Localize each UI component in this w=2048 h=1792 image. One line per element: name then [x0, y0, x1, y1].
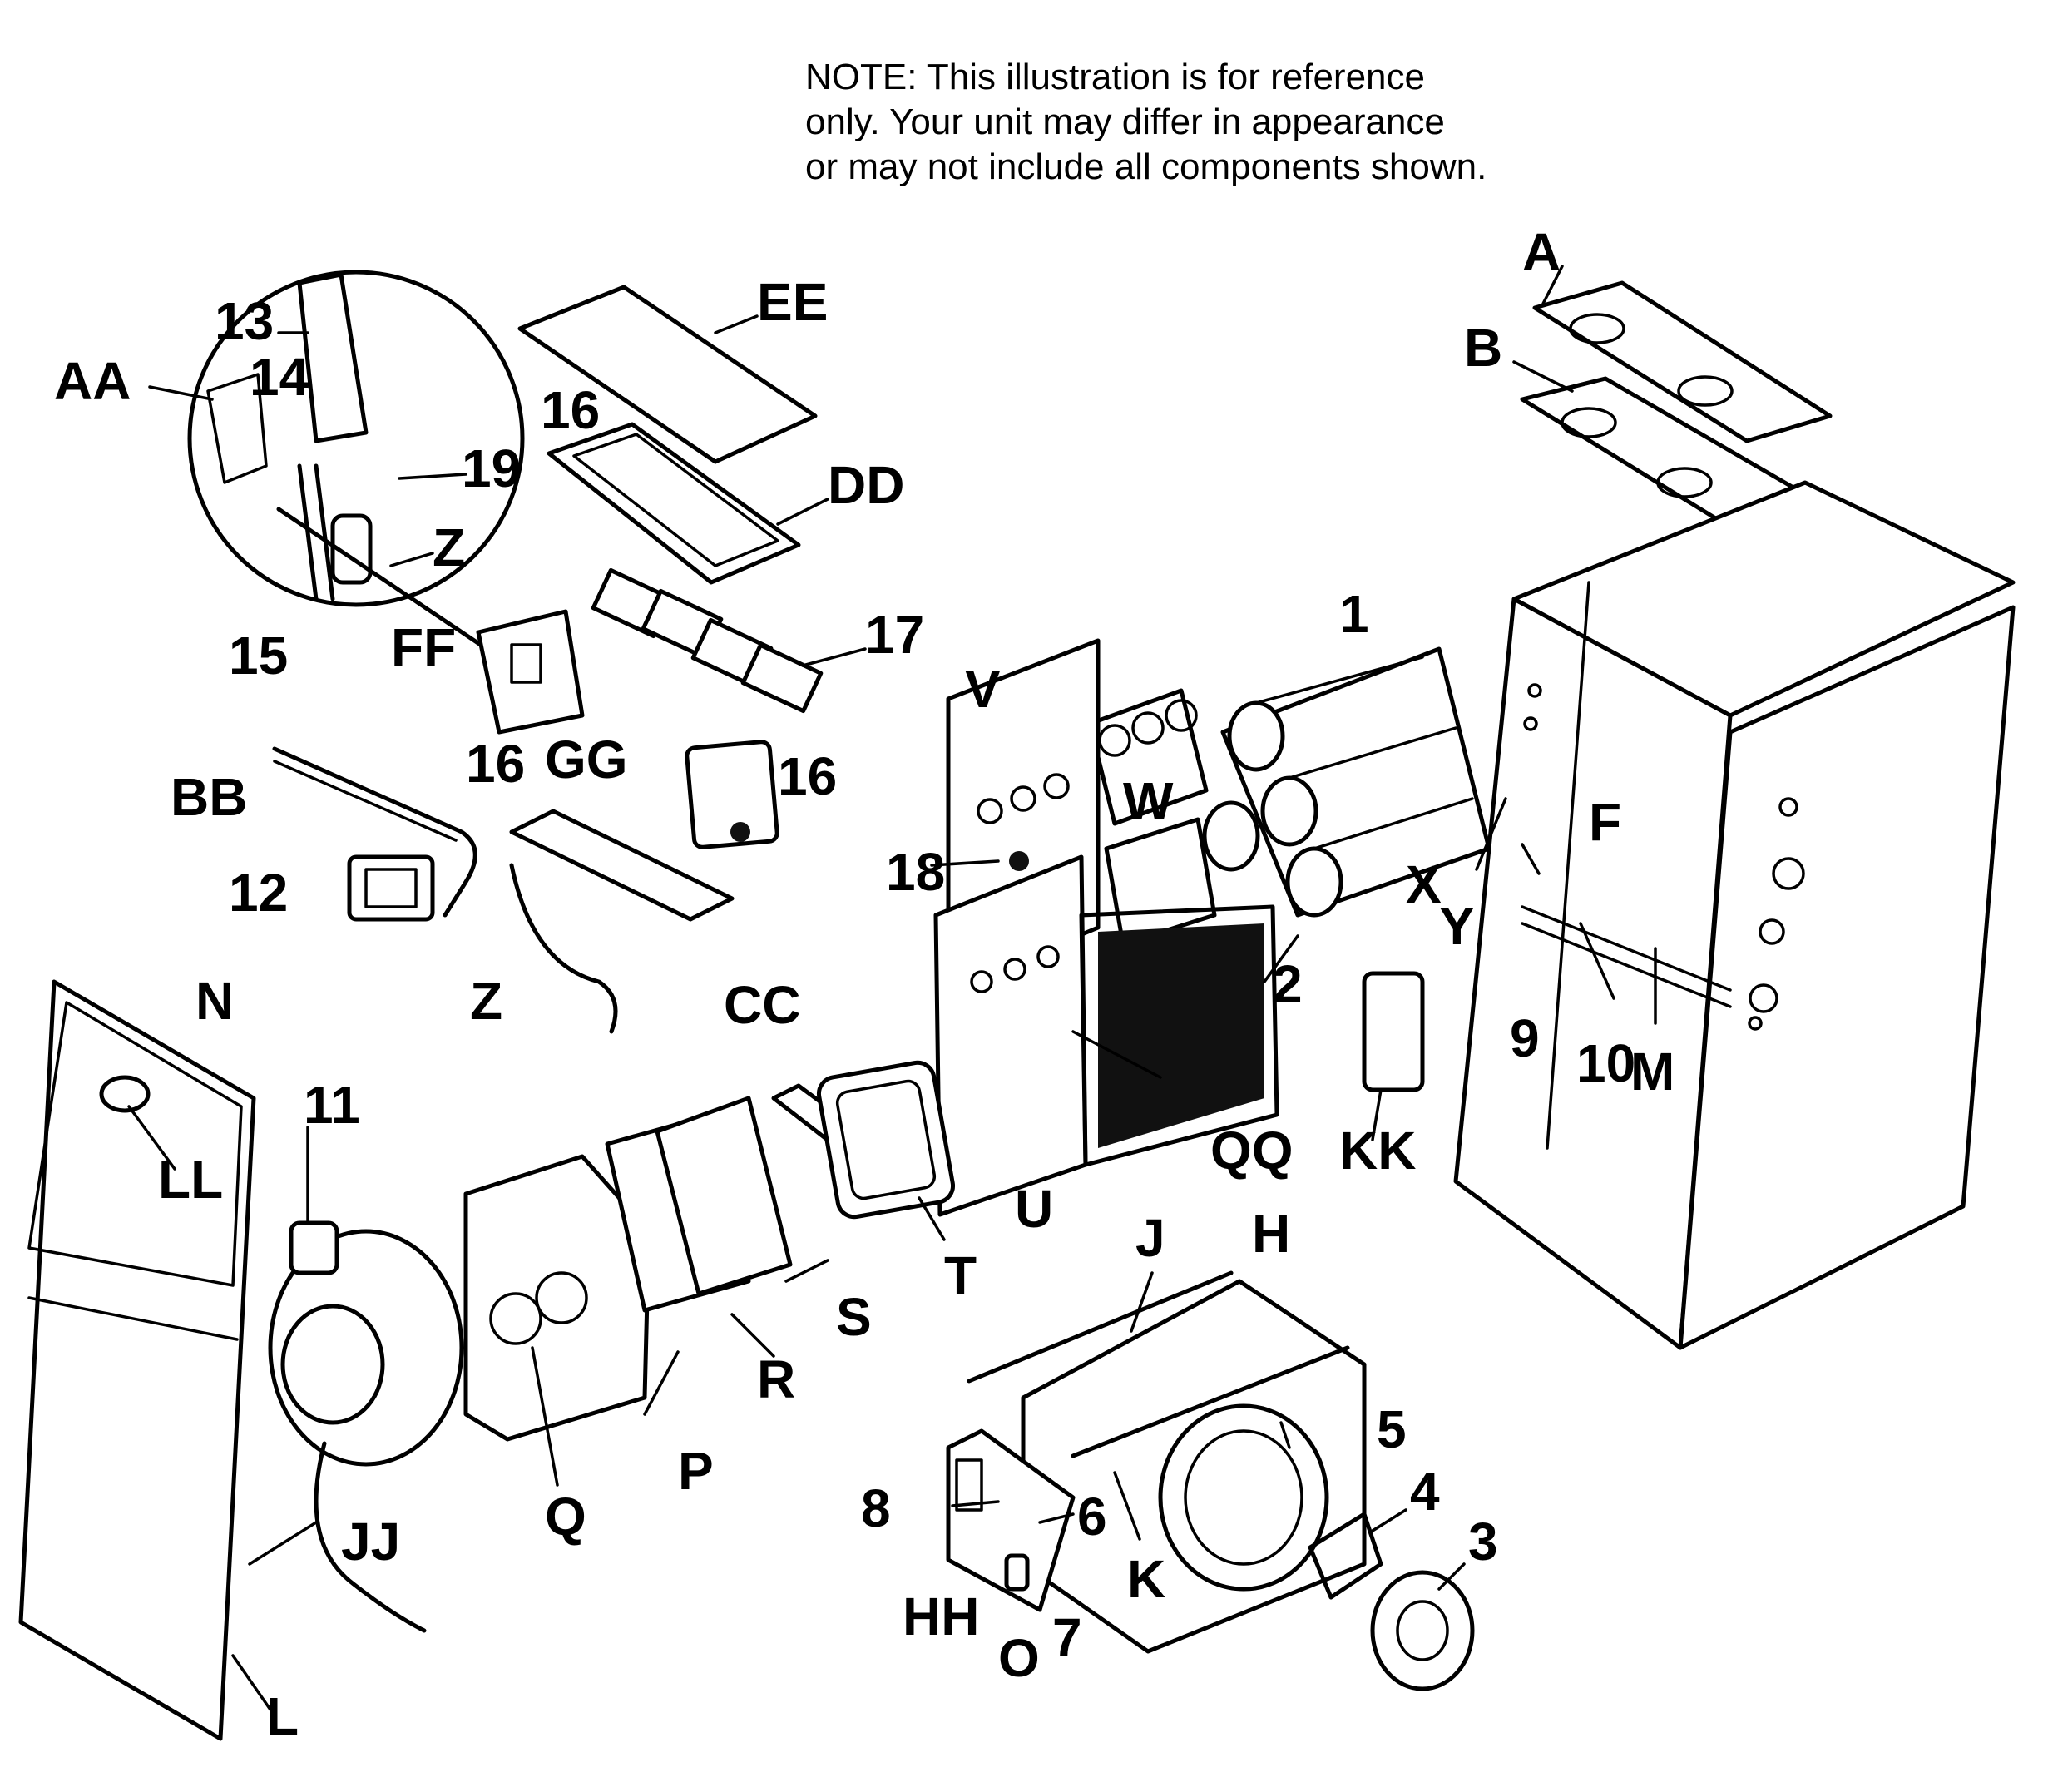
heat-exchanger-1: [1202, 646, 1491, 918]
label-kk: KK: [1339, 1121, 1416, 1181]
blower-motor-3: [1370, 1570, 1475, 1691]
label-3: 3: [1468, 1512, 1498, 1572]
main-blower-5: [967, 1270, 1367, 1654]
collector-box-p: [463, 1154, 651, 1442]
label-18: 18: [886, 842, 945, 902]
label-7: 7: [1052, 1607, 1082, 1667]
limit-switch-16: [685, 740, 779, 849]
label-16-mid: 16: [466, 734, 525, 794]
control-board-ff: [476, 609, 585, 735]
note-line-3: or may not include all components shown.: [805, 146, 1487, 187]
label-4: 4: [1410, 1462, 1440, 1522]
label-dd: DD: [828, 455, 904, 515]
ignition-inset: [187, 270, 525, 660]
label-5: 5: [1377, 1399, 1407, 1459]
reference-note: NOTE: This illustration is for reference…: [805, 55, 1521, 190]
label-x: X: [1406, 854, 1442, 914]
frame-u: [816, 1060, 956, 1220]
label-15: 15: [229, 626, 288, 686]
label-19: 19: [462, 438, 521, 498]
label-2: 2: [1273, 954, 1303, 1014]
label-9: 9: [1510, 1008, 1540, 1068]
label-u: U: [1015, 1179, 1053, 1239]
gas-valve-12: [347, 854, 435, 922]
label-jj: JJ: [341, 1512, 400, 1572]
label-ee: EE: [757, 272, 828, 332]
label-cc: CC: [724, 975, 800, 1035]
label-6: 6: [1077, 1487, 1107, 1547]
label-w: W: [1123, 771, 1174, 831]
label-hh: HH: [903, 1587, 979, 1646]
note-line-2: only. Your unit may differ in appearance: [805, 101, 1445, 142]
cell-box-qq: [933, 854, 1279, 1217]
label-t: T: [944, 1245, 977, 1305]
label-bb: BB: [171, 767, 247, 827]
label-m: M: [1630, 1042, 1675, 1101]
label-16-right: 16: [778, 746, 837, 806]
filter-s: [655, 1096, 793, 1296]
label-j: J: [1135, 1208, 1165, 1268]
label-gg: GG: [545, 730, 628, 790]
label-z-inset: Z: [433, 517, 465, 577]
capacitor-kk: [1362, 971, 1425, 1092]
wire-z: [509, 863, 618, 1034]
label-13: 13: [215, 291, 274, 351]
control-box-8: [946, 1428, 1076, 1612]
label-y: Y: [1439, 896, 1475, 956]
label-o: O: [998, 1628, 1040, 1688]
label-aa: AA: [54, 351, 131, 411]
front-door-n: [18, 979, 256, 1741]
label-p: P: [678, 1441, 714, 1501]
label-r: R: [757, 1349, 795, 1409]
label-b: B: [1464, 318, 1502, 378]
label-s: S: [836, 1287, 872, 1347]
label-h: H: [1252, 1204, 1290, 1264]
top-panel-a: [1532, 280, 1833, 443]
label-n: N: [195, 971, 234, 1031]
label-14: 14: [250, 347, 309, 407]
label-z-wire: Z: [470, 971, 502, 1031]
label-17: 17: [865, 605, 924, 665]
cover-plate-ee: [517, 285, 818, 464]
burner-tray-dd: [547, 422, 801, 585]
leader-lines: [127, 265, 1657, 1711]
label-ll: LL: [158, 1150, 223, 1210]
furnace-cabinet: [1453, 480, 2016, 1350]
part-labels: A B EE DD AA 13 14 19 Z 16 17 15 FF 16 G…: [54, 222, 1675, 1746]
label-12: 12: [229, 863, 288, 923]
label-f: F: [1589, 792, 1621, 852]
label-v: V: [965, 659, 1001, 719]
note-line-1: NOTE: This illustration is for reference: [805, 57, 1425, 97]
motor-mount-4: [1308, 1512, 1383, 1600]
inducer-blower-11: [268, 1220, 464, 1633]
label-10: 10: [1576, 1033, 1635, 1093]
label-11: 11: [304, 1075, 360, 1135]
label-8: 8: [861, 1478, 891, 1538]
label-a: A: [1522, 222, 1561, 282]
label-l: L: [266, 1686, 299, 1746]
gas-manifold-bb: [272, 746, 477, 918]
burner-assembly: [591, 567, 824, 714]
label-ff: FF: [391, 617, 456, 677]
label-16-top: 16: [541, 380, 600, 440]
label-1: 1: [1339, 584, 1369, 644]
label-q: Q: [545, 1487, 586, 1547]
label-k: K: [1127, 1549, 1165, 1609]
bracket-cc: [509, 809, 735, 922]
label-qq: QQ: [1210, 1121, 1294, 1181]
